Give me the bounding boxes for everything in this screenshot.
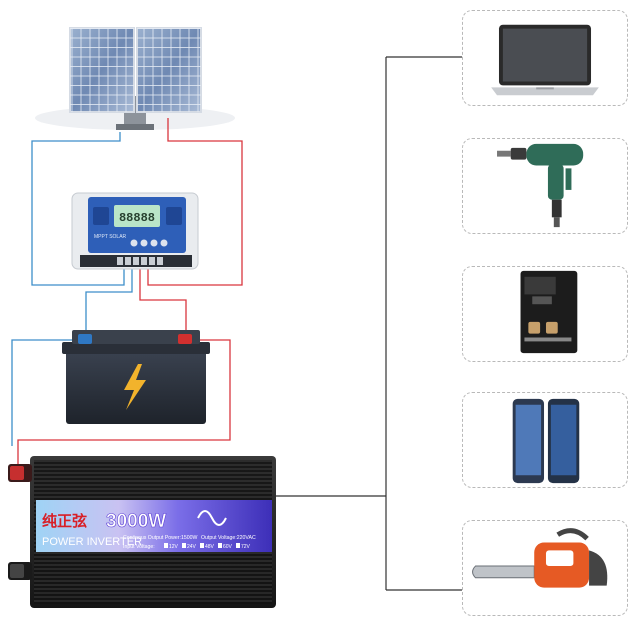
lcd-readout: 88888: [119, 211, 155, 225]
laptop-icon: [491, 24, 599, 96]
voltage-option-12v: 12V: [169, 544, 179, 550]
chinese-label: 纯正弦: [42, 512, 87, 530]
charge-controller: 88888 MPPT SOLAR: [71, 192, 199, 270]
inverter-negative-terminal: [10, 564, 24, 578]
inverter-label-panel: [36, 500, 272, 552]
device-card-smartphone: [462, 392, 628, 488]
battery-positive-terminal: [178, 334, 192, 344]
electric-drill-icon: [497, 143, 584, 228]
controller-button-2: [140, 239, 148, 247]
input-voltage-label: Input Voltage:: [123, 544, 155, 550]
battery: [62, 330, 210, 424]
battery-negative-terminal: [78, 334, 92, 344]
terminal-block: [117, 257, 163, 265]
lcd-screen: [114, 205, 160, 227]
smartphone-icon: [512, 398, 580, 484]
wattage-label: 3000W: [106, 511, 166, 532]
panel-positive-wire: [147, 118, 243, 286]
battery-inverter-negative-wire: [11, 339, 82, 446]
voltage-option-48v: 48V: [205, 544, 215, 550]
voltage-option-72v: 72V: [241, 544, 251, 550]
panel-negative-wire: [31, 132, 125, 286]
device-card-chainsaw: [462, 520, 628, 616]
controller-brand: MPPT SOLAR: [94, 234, 127, 240]
wiring: [11, 56, 462, 591]
solar-panel: [35, 27, 235, 130]
controller-button-3: [150, 239, 158, 247]
lightning-bolt-icon: [124, 364, 146, 410]
device-card-drill: [462, 138, 628, 234]
continuous-output-text: Continous Output Power:1500W: [123, 535, 197, 541]
output-voltage-text: Output Voltage:220VAC: [201, 535, 256, 541]
coffee-machine-icon: [520, 270, 578, 354]
battery-inverter-positive-wire: [17, 339, 231, 464]
device-card-coffee-machine: [462, 266, 628, 362]
controller-button-1: [130, 239, 138, 247]
voltage-option-60v: 60V: [223, 544, 233, 550]
controller-button-4: [160, 239, 168, 247]
controller-battery-positive-wire: [139, 268, 187, 336]
controller-battery-negative-wire: [85, 268, 133, 336]
sine-wave-icon: [197, 510, 227, 526]
chainsaw-icon: [472, 528, 608, 588]
voltage-options: 12V 24V 48V 60V 72V: [164, 543, 251, 550]
device-card-laptop: [462, 10, 628, 106]
power-inverter: 纯正弦 3000W POWER INVERTER Continous Outpu…: [8, 456, 276, 608]
inverter-name: POWER INVERTER: [42, 536, 142, 548]
inverter-positive-terminal: [10, 466, 24, 480]
voltage-option-24v: 24V: [187, 544, 197, 550]
